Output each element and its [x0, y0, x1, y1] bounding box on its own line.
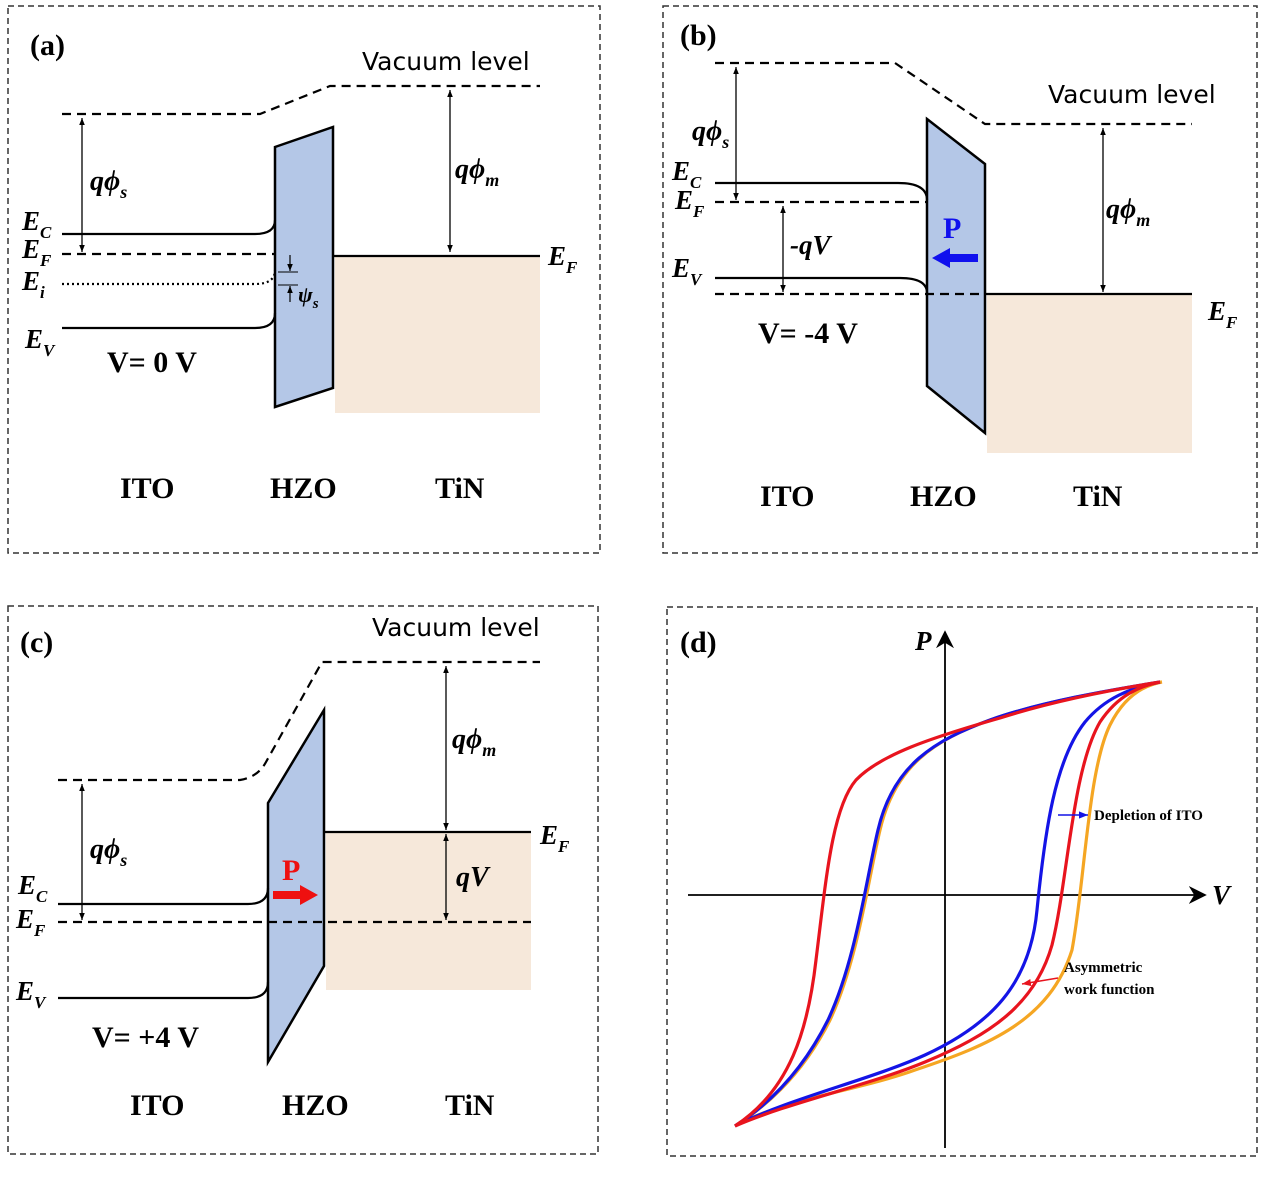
qphi-s-label: qϕs	[692, 116, 729, 152]
qphi-s-label: qϕs	[90, 834, 127, 870]
ef-label: EF	[674, 185, 705, 221]
panel-b: (b) P Vacuum level qϕs qϕm EC EF EV -qV …	[662, 5, 1258, 554]
polarization-label: P	[282, 854, 300, 887]
asymmetric-arrow	[1021, 977, 1059, 987]
metal-ef-label: EF	[539, 820, 570, 856]
qphi-m-label: qϕm	[455, 154, 499, 190]
asymmetric-annotation-line2: work function	[1064, 982, 1155, 998]
x-axis-label: V	[1212, 880, 1232, 910]
valence-band-line	[58, 981, 270, 1000]
ef-label: EF	[21, 234, 52, 270]
tin-fermi-sea	[326, 832, 531, 990]
panel-a-label: (a)	[30, 29, 65, 62]
tin-label: TiN	[435, 472, 485, 505]
asymmetric-annotation-line1: Asymmetric	[1064, 960, 1143, 976]
qv-label: qV	[456, 862, 491, 893]
ei-label: Ei	[21, 266, 45, 302]
valence-band-line	[715, 276, 929, 294]
ito-label: ITO	[760, 480, 814, 513]
vacuum-level-line	[62, 84, 540, 116]
voltage-label: V= +4 V	[92, 1021, 199, 1054]
ev-label: EV	[671, 253, 703, 289]
intrinsic-level-line	[62, 269, 277, 286]
ev-label: EV	[24, 324, 56, 360]
hzo-label: HZO	[910, 480, 977, 513]
panel-d: (d) P V Depletion of ITO Asymmetric work…	[666, 606, 1258, 1157]
tin-label: TiN	[1073, 480, 1123, 513]
valence-band-line	[62, 312, 277, 330]
hzo-layer	[925, 116, 987, 436]
polarization-arrow	[932, 248, 978, 268]
ec-label: EC	[17, 870, 48, 906]
ec-label: EC	[21, 206, 52, 242]
voltage-label: V= 0 V	[107, 346, 197, 379]
conduction-band-line	[715, 181, 929, 201]
panel-d-frame	[666, 606, 1258, 1157]
hzo-layer	[273, 125, 335, 409]
panel-b-label: (b)	[680, 19, 717, 52]
metal-ef-label: EF	[1207, 296, 1238, 332]
loop-orange	[734, 680, 1163, 1128]
qphi-m-label: qϕm	[1106, 194, 1150, 230]
metal-ef-label: EF	[547, 241, 578, 277]
vacuum-level-label: Vacuum level	[362, 47, 530, 76]
depletion-annotation: Depletion of ITO	[1094, 808, 1203, 824]
qphi-s-label: qϕs	[90, 166, 127, 202]
panel-c: (c) P Vacuum level qϕs qϕm qV EC EF EV E…	[7, 605, 599, 1155]
qv-label: -qV	[790, 230, 832, 260]
panel-d-label: (d)	[680, 626, 717, 659]
hzo-label: HZO	[282, 1089, 349, 1122]
ito-label: ITO	[130, 1089, 184, 1122]
tin-fermi-sea	[987, 294, 1192, 453]
conduction-band-line	[58, 887, 270, 906]
vacuum-level-label: Vacuum level	[1048, 80, 1216, 109]
ito-label: ITO	[120, 472, 174, 505]
ec-label: EC	[671, 156, 702, 192]
panel-a: (a) Vacuum level qϕs qϕm EC EF Ei EV ψs	[7, 5, 601, 554]
psi-s-label: ψs	[298, 282, 319, 312]
hzo-layer	[266, 705, 326, 1067]
conduction-band-line	[62, 219, 277, 236]
ev-label: EV	[15, 976, 47, 1012]
panel-c-label: (c)	[20, 626, 53, 659]
vacuum-level-line	[58, 660, 540, 782]
voltage-label: V= -4 V	[758, 317, 858, 350]
panel-a-frame	[7, 5, 601, 554]
vacuum-level-label: Vacuum level	[372, 613, 540, 642]
polarization-label: P	[943, 212, 961, 245]
y-axis-label: P	[914, 626, 932, 656]
vacuum-level-line	[715, 61, 1192, 126]
tin-fermi-sea	[335, 256, 540, 413]
ef-label: EF	[15, 904, 46, 940]
panel-c-frame	[7, 605, 599, 1155]
hzo-label: HZO	[270, 472, 337, 505]
qphi-m-label: qϕm	[452, 724, 496, 760]
tin-label: TiN	[445, 1089, 495, 1122]
loop-red	[734, 680, 1161, 1128]
polarization-arrow	[273, 885, 318, 905]
